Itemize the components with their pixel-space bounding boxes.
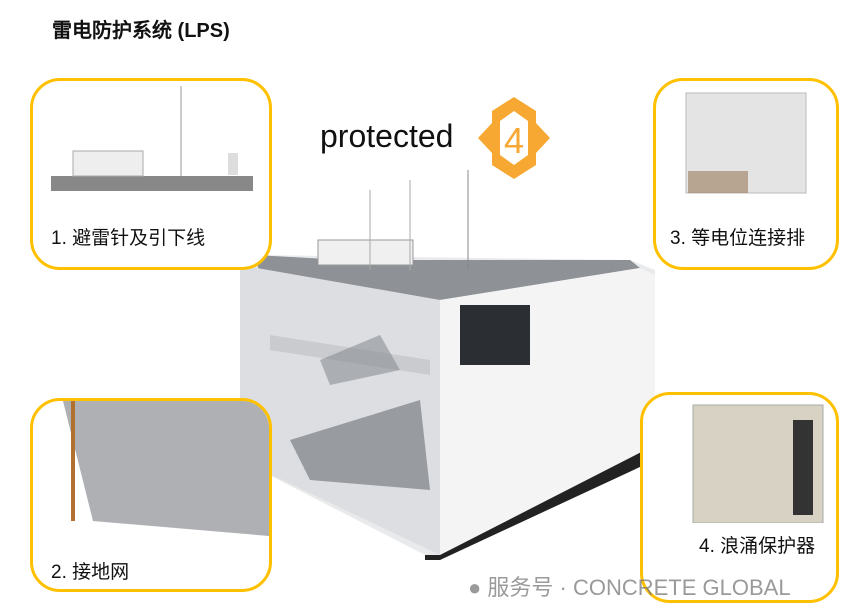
- watermark-text: 服务号 · CONCRETE GLOBAL: [487, 575, 791, 600]
- callout-label-3: 3. 等电位连接排: [670, 228, 806, 249]
- callout-label-1: 1. 避雷针及引下线: [51, 228, 206, 249]
- rooftop-image: [51, 86, 253, 191]
- watermark: ● 服务号 · CONCRETE GLOBAL: [468, 570, 791, 602]
- callout-surge-protector: 4. 浪涌保护器: [640, 392, 839, 603]
- equipotential-image: [685, 92, 807, 194]
- callout-grounding-grid: 2. 接地网: [30, 398, 272, 592]
- server-racks: [460, 305, 530, 365]
- callout-label-2: 2. 接地网: [51, 562, 130, 583]
- wechat-icon: ●: [468, 575, 482, 600]
- protected-badge-icon: 4: [478, 97, 550, 179]
- building-illustration: [240, 170, 655, 560]
- grounding-grid-image: [63, 401, 269, 536]
- callout-lightning-rod: 1. 避雷针及引下线: [30, 78, 272, 270]
- surge-panel-image: [692, 404, 824, 523]
- callout-equipotential-bar: 3. 等电位连接排: [653, 78, 839, 270]
- page-title: 雷电防护系统 (LPS): [52, 20, 230, 42]
- badge-number: 4: [504, 120, 524, 161]
- callout-label-4: 4. 浪涌保护器: [699, 536, 816, 557]
- protected-logo-text: protected: [320, 118, 454, 154]
